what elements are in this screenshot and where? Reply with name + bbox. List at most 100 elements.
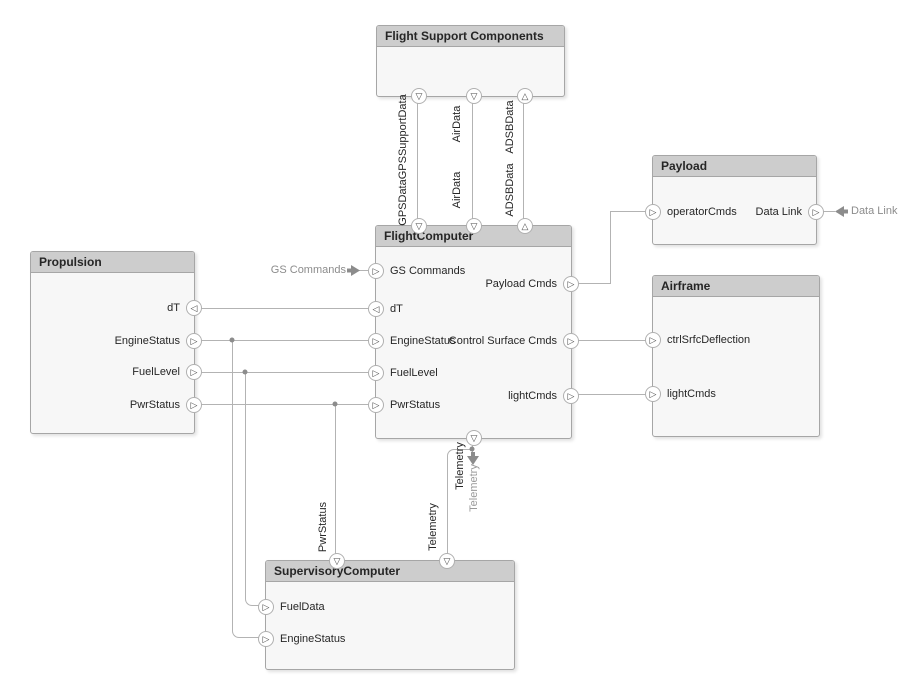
port-dt-in[interactable]: ◁	[186, 300, 202, 316]
port-control-surface-cmds[interactable]: ▷	[563, 333, 579, 349]
block-propulsion[interactable]: Propulsion ◁ dT ▷ EngineStatus ▷ FuelLev…	[30, 251, 202, 434]
port-label-engine-status: EngineStatus	[280, 633, 346, 645]
connector-engine-status[interactable]	[193, 340, 375, 341]
port-label-light-cmds: lightCmds	[508, 390, 557, 402]
connector-gs-commands-stub[interactable]	[356, 270, 368, 271]
connector-fuel-level-branch[interactable]	[245, 372, 266, 606]
connector-label-adsbdata-top: ADSBData	[504, 100, 516, 154]
connector-payload-cmds-v[interactable]	[610, 211, 611, 284]
connector-label-telemetry-sc: Telemetry	[427, 503, 439, 551]
block-title: SupervisoryComputer	[266, 561, 514, 582]
triangle-right-icon: ▷	[262, 633, 270, 644]
port-dt-out[interactable]: ◁	[368, 301, 384, 317]
block-title: Flight Support Components	[377, 26, 564, 47]
port-adsbdata-out[interactable]: △	[517, 218, 533, 234]
port-engine-status-in[interactable]: ▷	[258, 631, 274, 647]
triangle-right-icon: ▷	[372, 265, 380, 276]
block-flight-support-components[interactable]: Flight Support Components ▽ ▽ △	[376, 25, 565, 104]
triangle-right-icon: ▷	[372, 367, 380, 378]
connector-label-adsbdata-bottom: ADSBData	[504, 163, 516, 217]
port-pwr-status-out[interactable]: ▷	[186, 397, 202, 413]
port-telemetry-out[interactable]: ▽	[466, 430, 482, 446]
port-gpsdata-in[interactable]: ▽	[411, 218, 427, 234]
port-adsbdata-in[interactable]: △	[517, 88, 533, 104]
junction-dot-pwr-status	[332, 401, 338, 407]
triangle-right-icon: ▷	[190, 335, 198, 346]
port-fuel-level-in[interactable]: ▷	[368, 365, 384, 381]
connector-pwr-status-branch[interactable]	[335, 404, 336, 557]
port-label-fuel-data: FuelData	[280, 601, 325, 613]
connector-payload-cmds-h1[interactable]	[570, 283, 611, 284]
port-light-cmds-out[interactable]: ▷	[563, 388, 579, 404]
block-payload[interactable]: Payload ▷ operatorCmds ▷ Data Link	[645, 155, 824, 245]
external-arrow-right-icon[interactable]	[347, 265, 360, 276]
block-flight-computer[interactable]: FlightComputer ▽ ▽ △ ▷ GS Commands ◁ dT …	[368, 218, 579, 446]
port-data-link[interactable]: ▷	[808, 204, 824, 220]
connector-label-gpsdata: GPSDataGPSSupportData	[397, 94, 409, 226]
port-ctrl-srfc-deflection[interactable]: ▷	[645, 332, 661, 348]
triangle-up-icon: △	[521, 90, 529, 101]
port-label-fuel-level: FuelLevel	[390, 367, 438, 379]
external-arrow-left-icon[interactable]	[835, 206, 848, 217]
triangle-down-icon: ▽	[415, 220, 423, 231]
port-pwr-status-in[interactable]: ▷	[368, 397, 384, 413]
connector-engine-status-branch[interactable]	[232, 340, 266, 638]
triangle-down-icon: ▽	[470, 432, 478, 443]
block-title: Airframe	[653, 276, 819, 297]
port-label-pwr-status: PwrStatus	[129, 399, 180, 411]
triangle-right-icon: ▷	[372, 399, 380, 410]
connector-data-link-stub[interactable]	[817, 211, 835, 212]
port-gs-commands[interactable]: ▷	[368, 263, 384, 279]
triangle-right-icon: ▷	[567, 278, 575, 289]
port-fuel-data[interactable]: ▷	[258, 599, 274, 615]
triangle-right-icon: ▷	[372, 335, 380, 346]
port-pwr-status-in[interactable]: ▽	[329, 553, 345, 569]
connector-airdata[interactable]	[472, 95, 473, 225]
external-arrow-down-icon[interactable]	[467, 452, 479, 465]
triangle-right-icon: ▷	[262, 601, 270, 612]
port-operator-cmds[interactable]: ▷	[645, 204, 661, 220]
connector-light-cmds[interactable]	[570, 394, 652, 395]
triangle-down-icon: ▽	[470, 90, 478, 101]
port-payload-cmds[interactable]: ▷	[563, 276, 579, 292]
block-airframe[interactable]: Airframe ▷ ctrlSrfcDeflection ▷ lightCmd…	[645, 275, 820, 437]
connector-telemetry-branch[interactable]	[447, 449, 473, 558]
external-label-telemetry: Telemetry	[468, 464, 480, 512]
connector-pwr-status[interactable]	[193, 404, 375, 405]
port-airdata-in[interactable]: ▽	[466, 218, 482, 234]
triangle-right-icon: ▷	[649, 206, 657, 217]
triangle-down-icon: ▽	[415, 90, 423, 101]
triangle-left-icon: ◁	[372, 303, 380, 314]
triangle-down-icon: ▽	[470, 220, 478, 231]
connector-gpsdata[interactable]	[417, 95, 418, 225]
connector-control-surface[interactable]	[570, 340, 652, 341]
port-engine-status-out[interactable]: ▷	[186, 333, 202, 349]
connector-fuel-level[interactable]	[193, 372, 375, 373]
port-label-payload-cmds: Payload Cmds	[485, 278, 557, 290]
triangle-left-icon: ◁	[190, 302, 198, 313]
port-label-dt: dT	[167, 302, 180, 314]
block-supervisory-computer[interactable]: SupervisoryComputer ▽ ▽ ▷ FuelData ▷ Eng…	[258, 553, 515, 670]
port-label-data-link: Data Link	[755, 206, 802, 218]
connector-dt[interactable]	[193, 308, 375, 309]
port-gpsdata-out[interactable]: ▽	[411, 88, 427, 104]
triangle-right-icon: ▷	[649, 388, 657, 399]
connector-adsbdata[interactable]	[523, 95, 524, 225]
port-fuel-level-out[interactable]: ▷	[186, 364, 202, 380]
port-engine-status-in[interactable]: ▷	[368, 333, 384, 349]
port-label-light-cmds: lightCmds	[667, 388, 716, 400]
triangle-right-icon: ▷	[190, 399, 198, 410]
triangle-down-icon: ▽	[333, 555, 341, 566]
port-label-control-surface-cmds: Control Surface Cmds	[448, 335, 557, 347]
connector-label-airdata-top: AirData	[451, 105, 463, 143]
port-label-dt: dT	[390, 303, 403, 315]
port-airdata-out[interactable]: ▽	[466, 88, 482, 104]
connector-payload-cmds-h2[interactable]	[610, 211, 648, 212]
port-telemetry-in[interactable]: ▽	[439, 553, 455, 569]
port-label-pwr-status: PwrStatus	[390, 399, 441, 411]
junction-dot-telemetry	[469, 446, 475, 452]
port-light-cmds-in[interactable]: ▷	[645, 386, 661, 402]
port-label-engine-status: EngineStatus	[114, 335, 180, 347]
junction-dot-fuel-level	[242, 369, 248, 375]
